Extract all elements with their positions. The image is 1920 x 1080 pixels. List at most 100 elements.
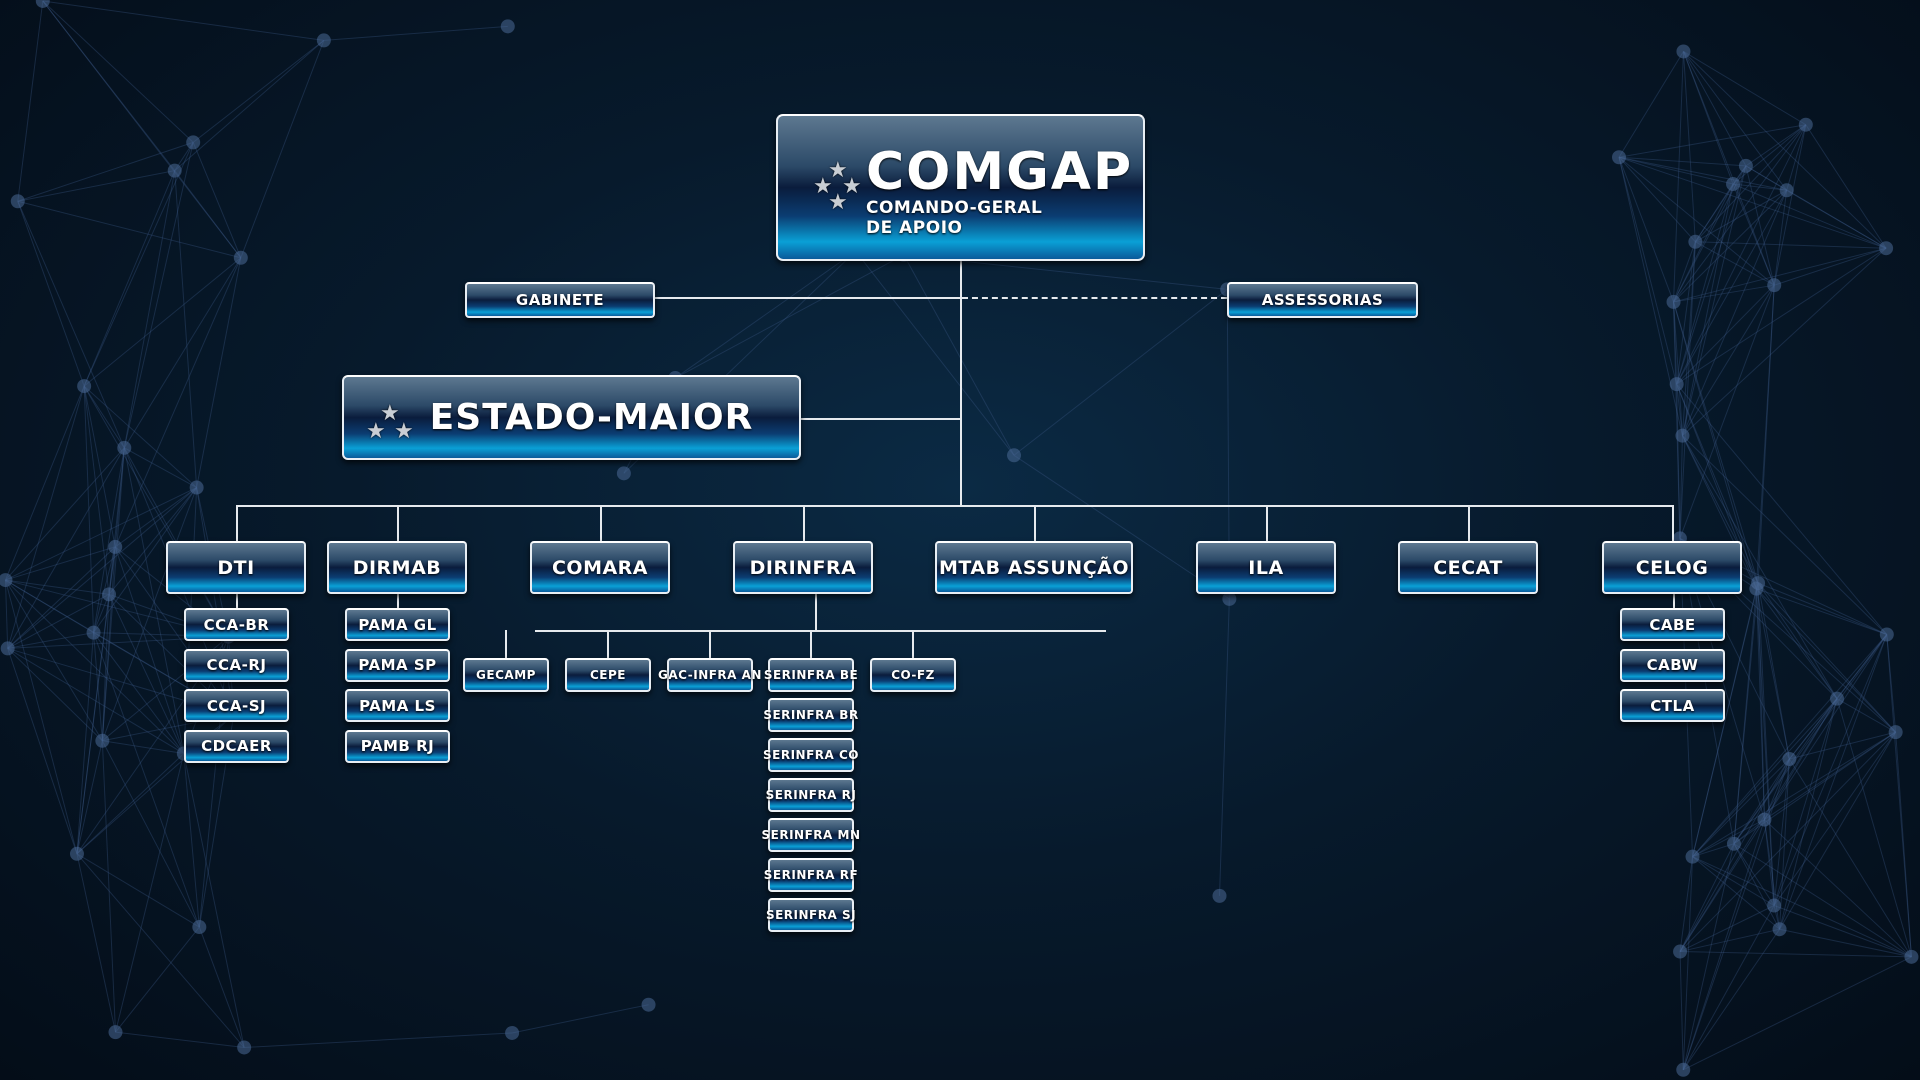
- network-line: [4, 580, 9, 649]
- network-node: [69, 846, 84, 861]
- comgap-subtitle: COMANDO-GERAL: [866, 198, 1043, 218]
- network-line: [675, 254, 904, 379]
- network-line: [5, 579, 185, 754]
- network-line: [1745, 124, 1807, 167]
- serinfra-unit[interactable]: SERINFRA RF: [764, 858, 858, 892]
- network-line: [114, 546, 185, 754]
- serinfra-unit[interactable]: SERINFRA BR: [763, 698, 858, 732]
- network-line: [93, 632, 185, 754]
- child-unit[interactable]: PAMA GL: [345, 608, 450, 641]
- network-line: [1773, 905, 1912, 958]
- network-node: [1676, 44, 1691, 59]
- network-line: [5, 546, 116, 581]
- network-line: [123, 142, 194, 448]
- comgap-title: COMGAP: [866, 142, 1134, 202]
- child-unit[interactable]: CTLA: [1620, 689, 1725, 723]
- network-line: [108, 594, 185, 754]
- child-unit[interactable]: CABW: [1620, 648, 1725, 682]
- network-node: [316, 33, 331, 48]
- dirinfra-child[interactable]: SERINFRA BE: [764, 658, 858, 692]
- connector: [535, 630, 1106, 632]
- child-unit[interactable]: CCA-RJ: [184, 648, 289, 682]
- network-line: [1755, 588, 1775, 906]
- network-line: [174, 170, 242, 259]
- dirinfra-child[interactable]: GAC-INFRA AN: [658, 658, 761, 692]
- network-node: [1879, 627, 1894, 642]
- child-unit[interactable]: PAMA LS: [345, 689, 450, 723]
- connector: [1034, 506, 1036, 542]
- estado-maior-box[interactable]: ★ ★ ★ ESTADO-MAIOR: [342, 375, 801, 460]
- network-line: [1757, 583, 1765, 820]
- child-unit[interactable]: CCA-BR: [184, 608, 289, 641]
- unit-dirmab[interactable]: DIRMAB: [327, 541, 467, 594]
- network-node: [1685, 849, 1700, 864]
- dirinfra-child[interactable]: CO-FZ: [870, 658, 956, 692]
- network-line: [244, 1032, 513, 1048]
- network-line: [17, 200, 241, 259]
- serinfra-unit[interactable]: SERINFRA SJ: [766, 898, 856, 932]
- network-line: [1673, 301, 1759, 584]
- network-line: [1779, 634, 1888, 930]
- network-line: [1895, 732, 1912, 957]
- network-line: [196, 257, 242, 488]
- child-unit[interactable]: CABE: [1620, 608, 1725, 641]
- network-line: [1682, 284, 1775, 436]
- network-node: [189, 480, 204, 495]
- network-line: [1682, 435, 1757, 589]
- network-line: [1695, 241, 1775, 286]
- unit-dirinfra[interactable]: DIRINFRA: [733, 541, 873, 594]
- network-line: [1773, 731, 1897, 906]
- comgap-box[interactable]: ★ ★ ★ ★ COMGAP COMANDO-GERAL DE APOIO: [776, 114, 1145, 261]
- unit-dti[interactable]: DTI: [166, 541, 306, 594]
- network-line: [1676, 165, 1747, 385]
- network-line: [1745, 165, 1775, 286]
- network-line: [1733, 583, 1759, 844]
- connector: [1266, 506, 1268, 542]
- star-icon: ★: [366, 419, 387, 444]
- network-node: [500, 19, 515, 34]
- network-line: [83, 385, 197, 488]
- network-line: [1733, 588, 1757, 844]
- network-line: [7, 647, 185, 754]
- network-line: [192, 142, 242, 258]
- network-line: [1679, 951, 1684, 1070]
- dashed-connector: [962, 297, 1227, 299]
- network-line: [1680, 951, 1912, 958]
- unit-cecat[interactable]: CECAT: [1398, 541, 1538, 594]
- serinfra-unit[interactable]: SERINFRA CO: [763, 738, 859, 772]
- network-line: [1679, 856, 1694, 952]
- network-line: [1788, 758, 1912, 958]
- network-line: [1773, 190, 1788, 286]
- child-unit[interactable]: PAMA SP: [345, 648, 450, 682]
- network-line: [1733, 698, 1838, 845]
- connector: [815, 594, 817, 631]
- network-line: [1013, 288, 1228, 456]
- unit-comara[interactable]: COMARA: [530, 541, 670, 594]
- child-unit[interactable]: CCA-SJ: [184, 689, 289, 723]
- network-node: [1738, 158, 1753, 173]
- dirinfra-child[interactable]: GECAMP: [463, 658, 549, 692]
- comgap-subtitle: DE APOIO: [866, 218, 963, 238]
- star-icon: ★: [394, 419, 415, 444]
- network-line: [1757, 582, 1887, 635]
- unit-ila[interactable]: ILA: [1196, 541, 1336, 594]
- network-line: [1773, 758, 1790, 906]
- network-line: [1733, 843, 1775, 906]
- dirinfra-child[interactable]: CEPE: [565, 658, 651, 692]
- serinfra-unit[interactable]: SERINFRA MN: [762, 818, 860, 852]
- network-node: [233, 250, 248, 265]
- network-line: [1682, 843, 1735, 1070]
- network-line: [1673, 301, 1678, 385]
- unit-celog[interactable]: CELOG: [1602, 541, 1742, 594]
- assessorias-box[interactable]: ASSESSORIAS: [1227, 282, 1418, 318]
- unit-mtab-assuncao[interactable]: MTAB ASSUNÇÃO: [935, 541, 1133, 594]
- network-line: [1757, 582, 1838, 699]
- network-line: [1683, 51, 1747, 167]
- network-line: [114, 546, 235, 716]
- serinfra-unit[interactable]: SERINFRA RJ: [766, 778, 856, 812]
- child-unit[interactable]: PAMB RJ: [345, 729, 450, 763]
- gabinete-box[interactable]: GABINETE: [465, 282, 655, 318]
- network-node: [1007, 448, 1022, 463]
- network-line: [83, 142, 194, 387]
- child-unit[interactable]: CDCAER: [184, 729, 289, 763]
